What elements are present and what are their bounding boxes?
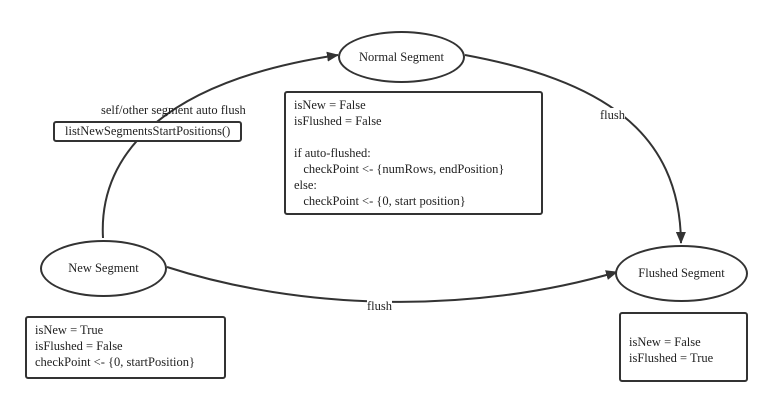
note-line: if auto-flushed: bbox=[294, 146, 371, 160]
state-normal-label: Normal Segment bbox=[358, 49, 445, 64]
transition-label-flush-new: flush bbox=[367, 299, 392, 314]
note-line: isFlushed = False bbox=[294, 114, 382, 128]
note-line bbox=[294, 129, 533, 145]
transition-method-box: listNewSegmentsStartPositions() bbox=[53, 121, 243, 142]
note-flushed-segment: isNew = False isFlushed = True bbox=[619, 312, 748, 382]
state-normal-segment[interactable]: Normal Segment bbox=[338, 31, 465, 83]
state-new-label: New Segment bbox=[68, 261, 139, 275]
note-line: isNew = True bbox=[35, 323, 104, 337]
note-line: isFlushed = True bbox=[629, 351, 714, 365]
note-line: checkPoint <- {0, start position} bbox=[294, 194, 466, 208]
note-normal-segment: isNew = False isFlushed = False if auto-… bbox=[284, 91, 543, 215]
note-line: isNew = False bbox=[294, 98, 366, 112]
state-flushed-label: Flushed Segment bbox=[638, 266, 725, 280]
transition-label-flush-normal: flush bbox=[600, 108, 625, 123]
note-line: isFlushed = False bbox=[35, 339, 123, 353]
state-flushed-segment[interactable]: Flushed Segment bbox=[615, 245, 748, 302]
transition-label-auto-flush: self/other segment auto flush bbox=[101, 103, 246, 117]
note-line: checkPoint <- {0, startPosition} bbox=[35, 355, 196, 369]
note-new-segment: isNew = True isFlushed = False checkPoin… bbox=[25, 316, 226, 379]
note-line: else: bbox=[294, 178, 317, 192]
state-new-segment[interactable]: New Segment bbox=[40, 240, 167, 297]
note-line: checkPoint <- {numRows, endPosition} bbox=[294, 162, 505, 176]
arrow-new-to-flushed bbox=[166, 266, 618, 303]
note-line: isNew = False bbox=[629, 335, 701, 349]
